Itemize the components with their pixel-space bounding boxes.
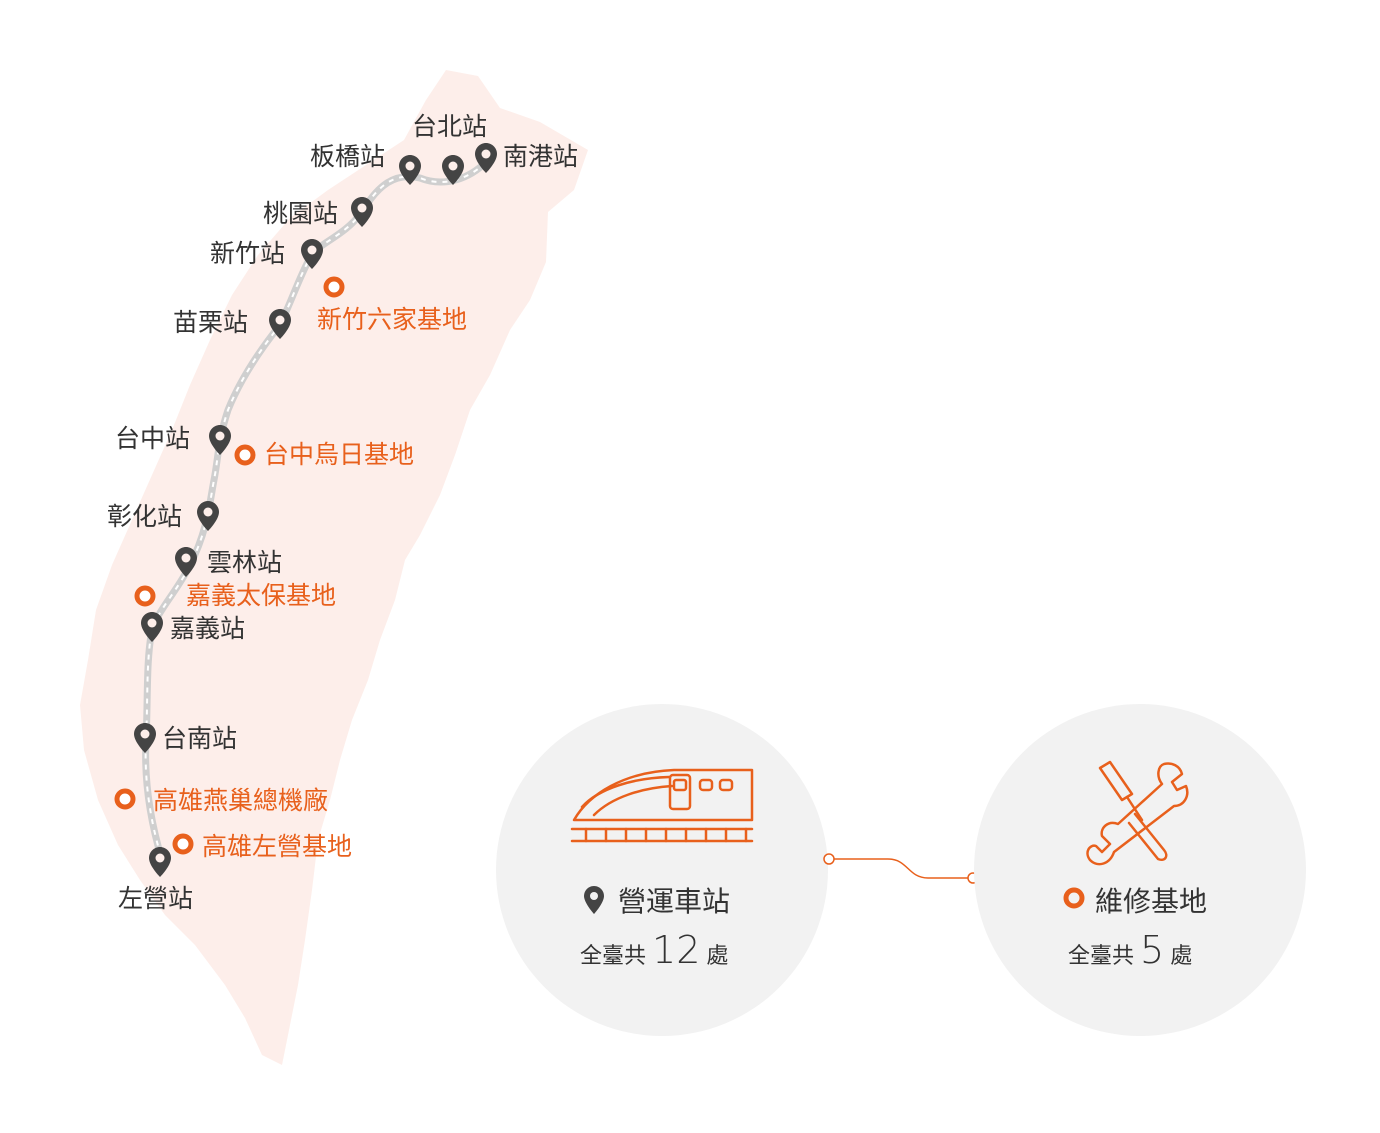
stations-legend-title: 營運車站 [618,885,731,918]
station-pin-icon [209,425,231,455]
station-pin-icon [475,143,497,173]
depot-label-kaohsiung-zuoying: 高雄左營基地 [202,832,352,861]
station-label-taipei: 台北站 [412,112,487,141]
depot-ring-icon [1063,887,1085,909]
train-icon [570,768,754,843]
station-pin-icon [442,155,464,185]
station-label-taichung: 台中站 [115,424,190,453]
depot-ring-icon [234,444,256,466]
station-pin-icon [399,155,421,185]
station-pin-icon [149,847,171,877]
station-label-yunlin: 雲林站 [207,548,282,577]
stations-legend-circle [496,704,828,1036]
station-pin-icon [301,239,323,269]
station-label-miaoli: 苗栗站 [173,308,248,337]
station-pin-icon [141,612,163,642]
depot-ring-icon [114,788,136,810]
stations-count-number: 12 [652,928,701,972]
station-pin-icon [134,723,156,753]
map-pin-icon [584,886,604,914]
stations-count-prefix: 全臺共 [580,944,647,969]
station-label-changhua: 彰化站 [107,502,182,531]
stations-legend-count: 全臺共 12 處 [580,928,728,972]
depot-label-taichung-wuri: 台中烏日基地 [264,440,414,469]
taiwan-island [80,70,588,1065]
station-label-tainan: 台南站 [162,724,237,753]
station-pin-icon [175,547,197,577]
station-label-nangang: 南港站 [503,142,578,171]
tools-icon [1086,760,1189,866]
station-label-banqiao: 板橋站 [310,142,385,171]
station-label-chiayi: 嘉義站 [170,614,245,643]
station-label-taoyuan: 桃園站 [263,199,338,228]
depot-ring-icon [323,276,345,298]
station-label-hsinchu: 新竹站 [210,239,285,268]
depots-legend-circle [974,704,1306,1036]
depots-count-number: 5 [1140,928,1165,972]
stations-count-suffix: 處 [706,944,729,969]
depots-legend-count: 全臺共 5 處 [1068,928,1192,972]
depot-label-kaohsiung-yanchao: 高雄燕巢總機廠 [153,786,328,815]
station-pin-icon [351,197,373,227]
station-label-zuoying: 左營站 [118,884,193,913]
depot-label-hsinchu-liujia: 新竹六家基地 [317,305,467,334]
railway-track-center [144,161,487,861]
depots-legend-title: 維修基地 [1095,885,1208,918]
station-pin-icon [197,501,219,531]
depots-count-prefix: 全臺共 [1068,944,1135,969]
depot-ring-icon [172,833,194,855]
depot-ring-icon [134,585,156,607]
depot-label-chiayi-taibao: 嘉義太保基地 [186,581,336,610]
depots-count-suffix: 處 [1170,944,1193,969]
legend-connector [823,853,979,884]
station-pin-icon [269,309,291,339]
